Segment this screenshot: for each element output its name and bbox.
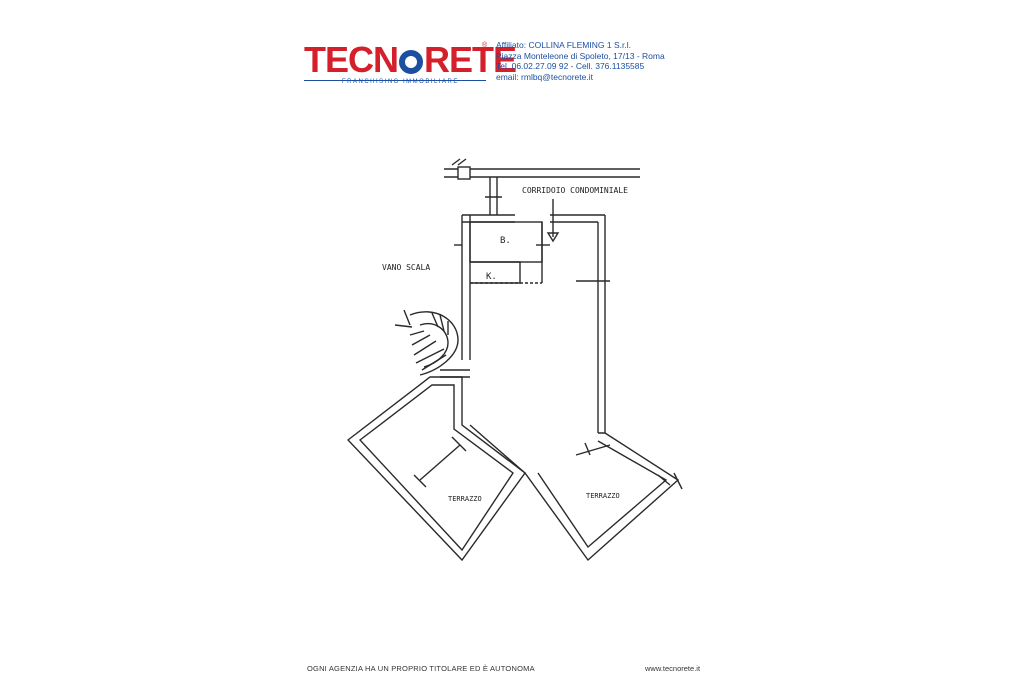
- agency-info: Affiliato: COLLINA FLEMING 1 S.r.l. Piaz…: [496, 40, 665, 82]
- logo-subtitle: FRANCHISING IMMOBILIARE: [342, 79, 459, 85]
- logo-underline: [304, 80, 486, 81]
- logo-o-icon: [399, 50, 423, 74]
- apartment-walls: [454, 199, 610, 433]
- agency-email: email: rmlbq@tecnorete.it: [496, 71, 593, 82]
- terrace-right: [469, 424, 683, 562]
- logo-text-tecno: TECN: [304, 39, 399, 80]
- staircase: [394, 309, 470, 378]
- terrace-left-label: TERRAZZO: [448, 495, 482, 503]
- terrace-left: [346, 376, 526, 562]
- tecnorete-logo: TECN RETE: [304, 39, 517, 80]
- agency-name: Affiliato: COLLINA FLEMING 1 S.r.l.: [496, 40, 631, 50]
- bathroom-label: B.: [500, 236, 511, 246]
- agency-phone: Tel. 06.02.27.09 92 - Cell. 376.1135585: [496, 61, 645, 71]
- corridor-walls: [444, 158, 640, 215]
- footer-disclaimer: OGNI AGENZIA HA UN PROPRIO TITOLARE ED È…: [307, 664, 535, 673]
- agency-header: TECN RETE ® FRANCHISING IMMOBILIARE Affil…: [300, 36, 665, 86]
- agency-address: Piazza Monteleone di Spoleto, 17/13 - Ro…: [496, 50, 665, 61]
- logo-text-rete: RETE: [424, 39, 517, 80]
- logo-registered-mark: ®: [482, 42, 488, 49]
- terrace-right-label: TERRAZZO: [586, 492, 620, 500]
- footer-website: www.tecnorete.it: [645, 664, 701, 673]
- corridor-label: CORRIDOIO CONDOMINIALE: [522, 186, 628, 195]
- floor-plan: CORRIDOIO CONDOMINIALE VANO SCALA B. K. …: [346, 158, 683, 562]
- stair-label: VANO SCALA: [382, 263, 430, 272]
- kitchen-label: K.: [486, 272, 497, 282]
